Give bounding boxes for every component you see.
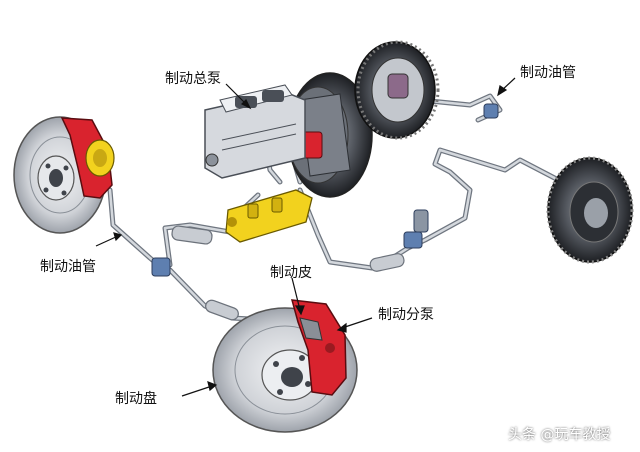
label-rotor: 制动盘 <box>115 391 157 407</box>
left-caliper <box>60 117 115 199</box>
rear-top-drum <box>354 40 440 140</box>
fittings <box>151 103 499 277</box>
label-brake-line-right: 制动油管 <box>520 65 576 81</box>
flex-hoses <box>171 225 405 321</box>
label-brake-line-left: 制动油管 <box>40 259 96 275</box>
label-master-cylinder: 制动总泵 <box>165 71 221 87</box>
label-caliper: 制动分泵 <box>378 307 434 323</box>
proportioning-valve <box>225 189 313 243</box>
master-cylinder-body <box>204 84 306 179</box>
leader-arrows <box>95 77 516 397</box>
rear-right-drum <box>546 156 634 264</box>
watermark: 头条 @玩车教授 <box>508 427 611 443</box>
bottom-caliper <box>290 299 347 396</box>
label-brake-pad: 制动皮 <box>270 265 312 281</box>
